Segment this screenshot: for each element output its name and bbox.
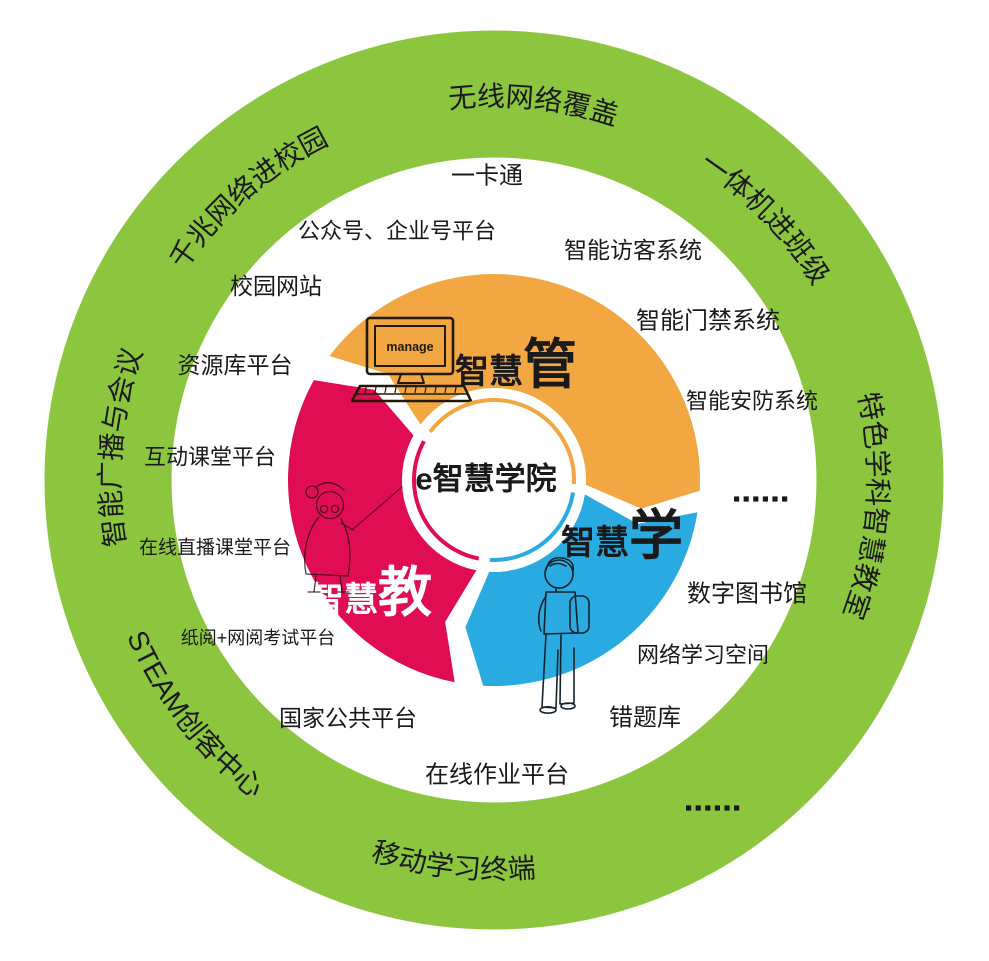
- middle-ring-ellipsis: [734, 496, 788, 502]
- middle-ring-label: 互动课堂平台: [144, 445, 276, 470]
- teacher-glasses-left: [319, 504, 329, 514]
- teacher-pointer-stick: [351, 486, 403, 531]
- outer-ring-ellipsis: [686, 805, 740, 811]
- ellipsis-dot: [686, 805, 692, 811]
- middle-ring-label: 国家公共平台: [279, 705, 417, 731]
- outer-ring: [44, 30, 944, 930]
- monitor-screen: [374, 325, 446, 367]
- keyboard: [350, 384, 473, 403]
- center-ring-arc-teach: [412, 440, 480, 561]
- middle-ring-label: 纸阅+网阅考试平台: [181, 628, 336, 648]
- monitor-screen-text: manage: [386, 340, 433, 354]
- teacher-hair: [315, 482, 345, 491]
- middle-ring-label: 一卡通: [451, 163, 523, 190]
- student-foot-left: [539, 705, 557, 714]
- keyboard-key-tick: [424, 386, 427, 394]
- segment-label-learn: 智慧学: [561, 506, 683, 566]
- ellipsis-dot: [714, 805, 720, 811]
- middle-ring-label: 资源库平台: [178, 352, 293, 378]
- ellipsis-dot: [782, 496, 788, 502]
- student-foot-right: [560, 702, 576, 710]
- center-title: e智慧学院: [415, 462, 556, 497]
- student-arm: [537, 595, 547, 632]
- ellipsis-dot: [734, 805, 740, 811]
- student-hair: [545, 556, 575, 572]
- computer-manage-icon: manage: [350, 316, 473, 403]
- segment-label-big: 教: [378, 563, 432, 623]
- middle-ring-label: 智能门禁系统: [636, 308, 780, 335]
- segment-label-manage: 智慧管: [455, 335, 577, 395]
- ellipsis-dot: [695, 805, 701, 811]
- ellipsis-dot: [772, 496, 778, 502]
- teacher-coat: [304, 516, 351, 577]
- ellipsis-dot: [734, 496, 740, 502]
- keyboard-key-tick: [434, 386, 437, 394]
- keyboard-key-tick: [414, 386, 417, 394]
- center-circle: [417, 403, 571, 557]
- middle-ring-label: 在线作业平台: [425, 762, 569, 789]
- segment-manage: [329, 273, 701, 509]
- ellipsis-dot: [762, 496, 768, 502]
- middle-ring-label: 网络学习空间: [637, 643, 769, 668]
- segment-label-big: 管: [523, 335, 577, 395]
- keyboard-key-tick: [384, 386, 387, 394]
- ellipsis-dot: [724, 805, 730, 811]
- segment-label-teach: 智慧教: [310, 563, 432, 623]
- keyboard-key-tick: [444, 386, 447, 394]
- middle-ring-label: 智能访客系统: [564, 237, 702, 263]
- teacher-hair-bun: [305, 485, 319, 499]
- teacher-icon: [304, 482, 403, 593]
- ellipsis-dot: [705, 805, 711, 811]
- teacher-legs: [313, 575, 343, 593]
- segment-label-prefix: 智慧: [455, 353, 523, 391]
- keyboard-key-tick: [454, 386, 457, 394]
- middle-ring-label: 数字图书馆: [687, 581, 807, 608]
- keyboard-key-tick: [364, 386, 367, 394]
- segment-teach: [288, 380, 477, 683]
- teacher-arm: [340, 522, 354, 531]
- student-backpack: [569, 595, 590, 634]
- teacher-glasses-right: [330, 504, 340, 514]
- student-fringe: [549, 562, 567, 567]
- ellipsis-dot: [753, 496, 759, 502]
- segment-label-prefix: 智慧: [561, 524, 629, 562]
- keyboard-key-tick: [374, 386, 377, 394]
- center-ring-arc-manage: [428, 398, 576, 485]
- segment-label-big: 学: [629, 506, 683, 566]
- center-ring-arc-learn: [489, 492, 575, 562]
- student-head: [544, 559, 574, 589]
- middle-ring-label: 公众号、企业号平台: [298, 219, 496, 244]
- teacher-head: [315, 490, 345, 520]
- middle-ring-label: 校园网站: [230, 273, 322, 299]
- keyboard-key-tick: [404, 386, 407, 394]
- middle-ring-label: 智能安防系统: [686, 389, 818, 414]
- segment-label-prefix: 智慧: [310, 581, 378, 619]
- student-icon: [537, 556, 590, 714]
- ellipsis-dot: [743, 496, 749, 502]
- segment-learn: [465, 494, 698, 686]
- middle-ring-label: 错题库: [609, 705, 681, 732]
- keyboard-key-tick: [394, 386, 397, 394]
- monitor-stand: [397, 373, 425, 384]
- middle-ring-label: 在线直播课堂平台: [139, 537, 291, 559]
